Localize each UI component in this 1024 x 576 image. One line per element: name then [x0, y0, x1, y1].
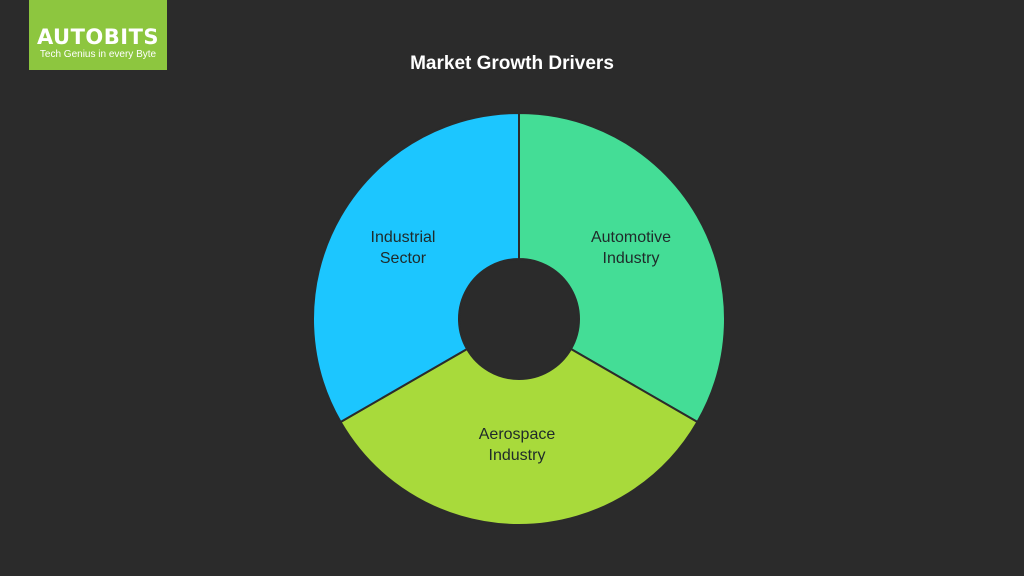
- segment-industrial-sector: [312, 111, 520, 424]
- diagram-title: Market Growth Drivers: [410, 53, 614, 74]
- segment-automotive-industry: [518, 111, 726, 424]
- label-industrial-line2: Sector: [380, 250, 427, 267]
- autobits-logo: AUTOBITS Tech Genius in every Byte: [29, 0, 167, 70]
- label-aerospace-line2: Industry: [489, 447, 546, 464]
- logo-tagline: Tech Genius in every Byte: [39, 49, 157, 60]
- segment-aerospace-industry: [339, 347, 699, 526]
- logo-name: AUTOBITS: [36, 25, 160, 49]
- label-automotive-line2: Industry: [603, 250, 660, 267]
- label-industrial-line1: Industrial: [371, 229, 436, 246]
- label-automotive-line1: Automotive: [591, 229, 671, 246]
- label-aerospace-line1: Aerospace: [479, 426, 556, 443]
